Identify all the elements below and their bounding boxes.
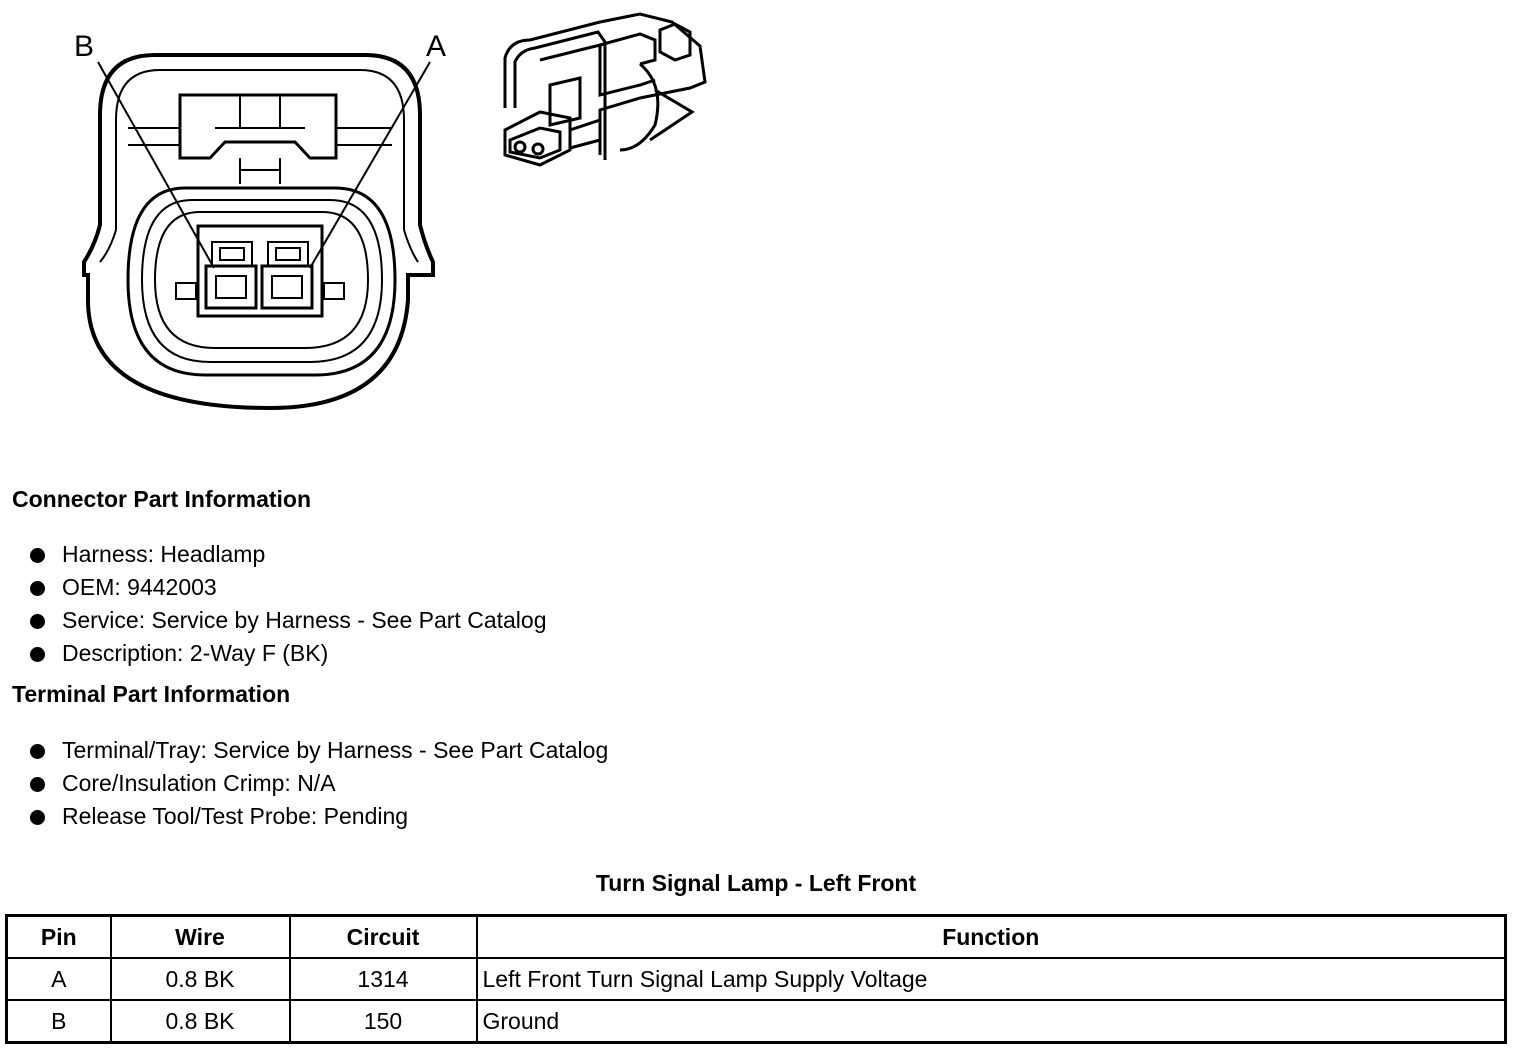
cell-circuit: 1314 xyxy=(288,957,478,1001)
cell-wire: 0.8 BK xyxy=(109,999,291,1044)
list-item: Release Tool/Test Probe: Pending xyxy=(28,800,608,833)
list-item: OEM: 9442003 xyxy=(28,571,546,604)
column-header-pin: Pin xyxy=(5,914,112,959)
list-item-text: OEM: 9442003 xyxy=(62,574,217,600)
column-header-function: Function xyxy=(475,914,1507,959)
pinout-table: Pin Wire Circuit Function A 0.8 BK 1314 … xyxy=(5,914,1507,1044)
list-item-text: Release Tool/Test Probe: Pending xyxy=(62,803,409,829)
column-header-wire: Wire xyxy=(109,914,291,959)
terminal-info-list: Terminal/Tray: Service by Harness - See … xyxy=(28,734,608,833)
connector-face-view xyxy=(82,53,435,411)
cell-pin: A xyxy=(5,957,112,1001)
list-item: Service: Service by Harness - See Part C… xyxy=(28,604,546,637)
pin-label-b: B xyxy=(74,30,94,63)
connector-drawing: B A xyxy=(74,12,707,411)
connector-info-list: Harness: Headlamp OEM: 9442003 Service: … xyxy=(28,538,546,670)
list-item: Core/Insulation Crimp: N/A xyxy=(28,767,608,800)
bullet-icon xyxy=(30,614,45,629)
pin-label-a: A xyxy=(426,30,446,63)
bullet-icon xyxy=(30,548,45,563)
connector-info-heading: Connector Part Information xyxy=(12,486,312,512)
bullet-icon xyxy=(30,744,45,759)
terminal-info-heading: Terminal Part Information xyxy=(12,681,291,707)
list-item: Terminal/Tray: Service by Harness - See … xyxy=(28,734,608,767)
cell-circuit: 150 xyxy=(288,999,478,1044)
table-row: B 0.8 BK 150 Ground xyxy=(5,999,1507,1044)
bullet-icon xyxy=(30,647,45,662)
list-item-text: Harness: Headlamp xyxy=(62,541,266,567)
cell-function: Ground xyxy=(475,999,1507,1044)
bullet-icon xyxy=(30,810,45,825)
list-item-text: Service: Service by Harness - See Part C… xyxy=(62,607,547,633)
list-item-text: Terminal/Tray: Service by Harness - See … xyxy=(62,737,609,763)
column-header-circuit: Circuit xyxy=(288,914,478,959)
table-row: A 0.8 BK 1314 Left Front Turn Signal Lam… xyxy=(5,957,1507,1001)
bullet-icon xyxy=(30,777,45,792)
cell-pin: B xyxy=(5,999,112,1044)
cell-function: Left Front Turn Signal Lamp Supply Volta… xyxy=(475,957,1507,1001)
table-header-row: Pin Wire Circuit Function xyxy=(5,914,1507,959)
connector-isometric-view xyxy=(503,12,707,167)
bullet-icon xyxy=(30,581,45,596)
list-item-text: Description: 2-Way F (BK) xyxy=(62,640,329,666)
table-title: Turn Signal Lamp - Left Front xyxy=(595,870,917,896)
cell-wire: 0.8 BK xyxy=(109,957,291,1001)
list-item: Harness: Headlamp xyxy=(28,538,546,571)
list-item: Description: 2-Way F (BK) xyxy=(28,637,546,670)
list-item-text: Core/Insulation Crimp: N/A xyxy=(62,770,336,796)
